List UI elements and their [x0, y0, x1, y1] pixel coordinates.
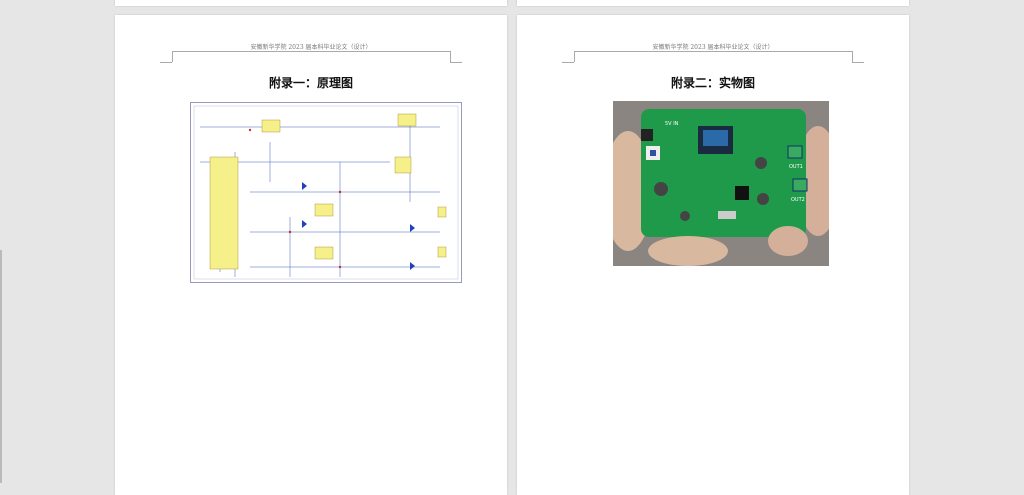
- header-corner: [450, 51, 451, 62]
- schematic-figure: [190, 102, 462, 283]
- label-out2: OUT2: [791, 197, 805, 203]
- appendix-title: 附录二：实物图: [670, 76, 755, 90]
- header-rule: [562, 62, 574, 63]
- page-appendix-2: 安徽新华学院 2023 届本科毕业论文（设计） 附录二：实物图 5V IN OU…: [517, 15, 909, 495]
- header-corner: [172, 51, 173, 62]
- page-header: 安徽新华学院 2023 届本科毕业论文（设计）: [250, 44, 372, 51]
- label-out1: OUT1: [789, 164, 803, 170]
- page-appendix-1: 安徽新华学院 2023 届本科毕业论文（设计） 附录一：原理图: [115, 15, 507, 495]
- label-5v-in: 5V IN: [665, 121, 679, 127]
- previous-page-right: [517, 0, 909, 6]
- header-corner: [852, 51, 853, 62]
- appendix-title: 附录一：原理图: [268, 76, 353, 90]
- previous-page-left: [115, 0, 507, 6]
- header-rule: [574, 51, 852, 52]
- header-corner: [574, 51, 575, 62]
- page-header: 安徽新华学院 2023 届本科毕业论文（设计）: [652, 44, 774, 51]
- scrollbar[interactable]: [0, 250, 2, 483]
- pcb-photo: 5V IN OUT1 OUT2: [613, 101, 829, 266]
- header-rule: [172, 51, 450, 52]
- header-rule: [160, 62, 172, 63]
- header-rule: [450, 62, 462, 63]
- header-rule: [852, 62, 864, 63]
